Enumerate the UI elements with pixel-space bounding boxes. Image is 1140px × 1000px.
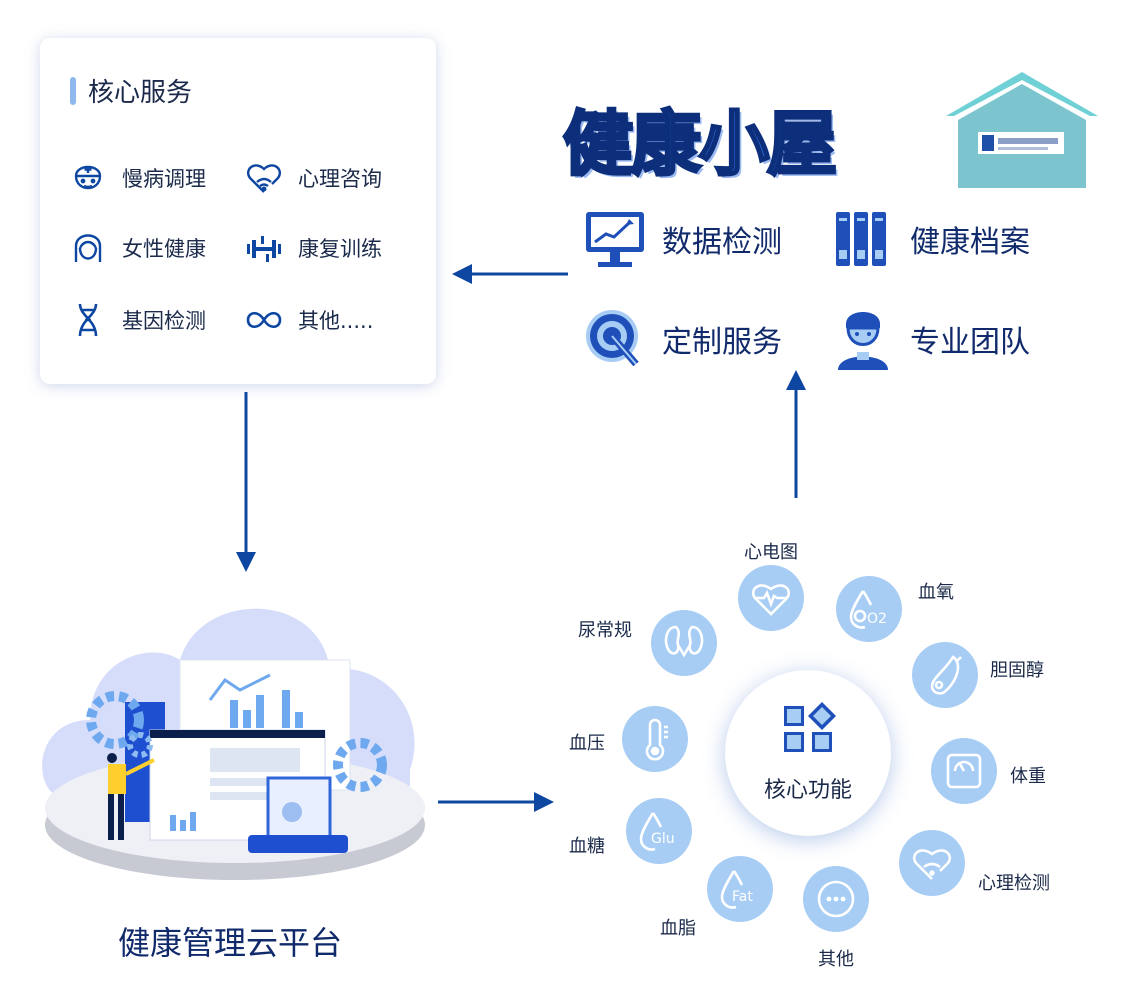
- o2-node: O2: [836, 576, 902, 642]
- core-services-card: [40, 38, 436, 384]
- service-label: 女性健康: [122, 237, 206, 261]
- service-label: 康复训练: [298, 237, 382, 261]
- woman-icon: [66, 226, 110, 270]
- feature-health-archive: 健康档案: [830, 206, 1030, 272]
- weight-label: 体重: [1010, 766, 1046, 787]
- service-label: 其他.....: [298, 309, 374, 333]
- service-rehab: 康复训练: [242, 226, 382, 270]
- weight-node: [931, 738, 997, 804]
- feature-label: 定制服务: [662, 325, 782, 360]
- dna-icon: [66, 298, 110, 342]
- heart-stethoscope-icon: [242, 156, 286, 200]
- monitor-chart-icon: [582, 206, 648, 272]
- svg-text:Fat: Fat: [732, 889, 753, 905]
- doctor-icon: [830, 306, 896, 372]
- cholesterol-node: [912, 642, 978, 708]
- o2-label: 血氧: [918, 582, 954, 603]
- apps-grid-icon: [784, 702, 836, 752]
- feature-pro-team: 专业团队: [830, 306, 1030, 372]
- service-psych-consult: 心理咨询: [242, 156, 382, 200]
- ecg-heart-icon: [751, 584, 791, 616]
- glucose-label: 血糖: [569, 836, 605, 857]
- other-node: [803, 866, 869, 932]
- kidney-icon: [664, 625, 704, 658]
- svg-text:Glu: Glu: [651, 831, 675, 847]
- core-services-title-text: 核心服务: [88, 78, 193, 108]
- health-cabin-title: 健康小屋: [562, 102, 839, 187]
- more-icon: [817, 880, 855, 918]
- scale-icon: [946, 753, 982, 789]
- infinity-icon: [242, 298, 286, 342]
- service-label: 心理咨询: [298, 167, 382, 191]
- archive-icon: [830, 206, 896, 272]
- blood-pressure-node: [622, 706, 688, 772]
- cholesterol-label: 胆固醇: [990, 660, 1044, 681]
- service-other: 其他.....: [242, 298, 373, 342]
- liver-icon: [930, 655, 962, 695]
- o2-drop-icon: O2: [849, 590, 887, 629]
- nurse-icon: [66, 156, 110, 200]
- psych-test-label: 心理检测: [978, 873, 1050, 894]
- service-label: 基因检测: [122, 309, 206, 333]
- heart-stethoscope-icon: [912, 849, 952, 880]
- cloud-platform-illustration: [42, 608, 425, 880]
- feature-data-detection: 数据检测: [582, 206, 782, 272]
- platform-label: 健康管理云平台: [118, 924, 343, 962]
- core-services-title: 核心服务: [70, 72, 192, 109]
- service-women-health: 女性健康: [66, 226, 206, 270]
- house-logo: [944, 70, 1100, 190]
- core-function-label: 核心功能: [763, 778, 852, 803]
- title-accent-bar: [70, 76, 76, 105]
- blood-pressure-label: 血压: [569, 733, 605, 754]
- feature-label: 数据检测: [662, 225, 782, 260]
- fat-drop-icon: Fat: [720, 870, 753, 909]
- svg-text:O2: O2: [867, 611, 887, 627]
- fat-label: 血脂: [660, 918, 696, 939]
- glu-drop-icon: Glu: [639, 812, 675, 851]
- service-label: 慢病调理: [122, 167, 206, 191]
- feature-label: 专业团队: [910, 325, 1030, 360]
- ecg-node: [738, 565, 804, 631]
- thermometer-icon: [645, 718, 668, 761]
- fat-node: Fat: [707, 856, 773, 922]
- urine-node: [651, 610, 717, 676]
- feature-custom-service: 定制服务: [582, 306, 782, 372]
- glucose-node: Glu: [626, 798, 692, 864]
- target-icon: [582, 306, 648, 372]
- service-chronic-care: 慢病调理: [66, 156, 206, 200]
- core-function-center: 核心功能: [725, 670, 891, 836]
- ecg-label: 心电图: [744, 542, 798, 563]
- urine-label: 尿常规: [578, 620, 632, 641]
- other-label: 其他: [818, 949, 854, 970]
- feature-label: 健康档案: [910, 225, 1030, 260]
- service-gene-test: 基因检测: [66, 298, 206, 342]
- dumbbell-icon: [242, 226, 286, 270]
- psych-test-node: [899, 830, 965, 896]
